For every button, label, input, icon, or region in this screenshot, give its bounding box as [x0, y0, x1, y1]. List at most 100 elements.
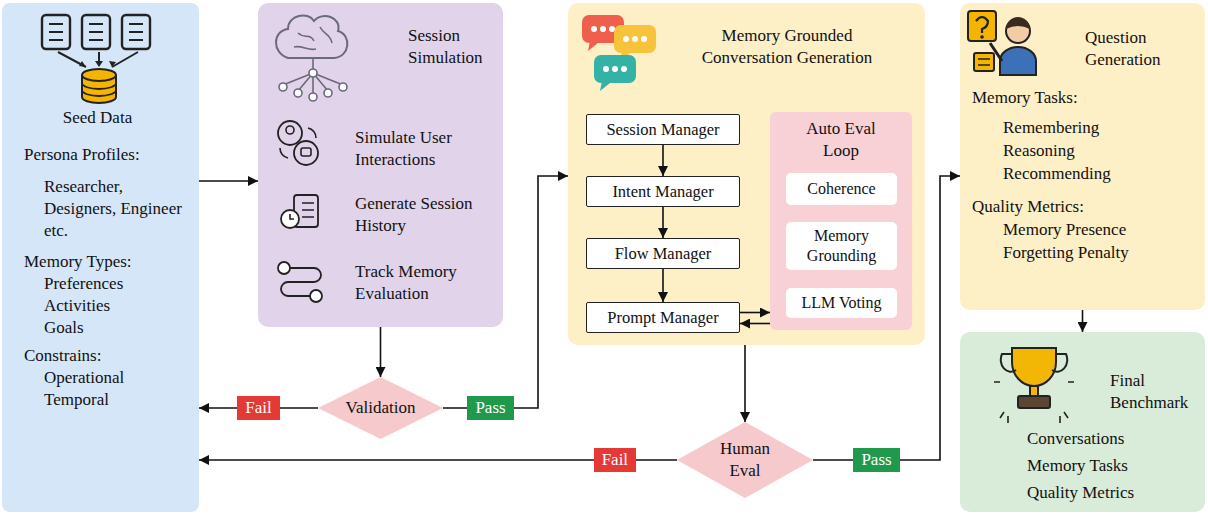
seed-panel: Seed DataPersona Profiles:Researcher, De…: [2, 3, 199, 512]
document-line: [89, 31, 103, 33]
edge-label-badge: Fail: [237, 396, 279, 420]
icon: [960, 3, 1205, 310]
process-box: Session Manager: [586, 114, 740, 145]
diamond-outline: [677, 422, 813, 498]
document-icon: [82, 15, 110, 49]
node-text: Constrains:: [24, 345, 101, 367]
bot-icon: [294, 141, 318, 165]
network-node: [294, 89, 302, 97]
chat-dot: [612, 66, 618, 72]
node-text: Memory Presence: [1003, 219, 1126, 241]
network-node: [339, 83, 347, 91]
clock-icon: [281, 210, 299, 228]
eval-panel: CoherenceMemory GroundingLLM VotingAuto …: [770, 112, 912, 330]
node-text: Operational: [44, 367, 124, 389]
network-node: [279, 83, 287, 91]
stage-panel: Session ManagerIntent ManagerFlow Manage…: [568, 3, 925, 345]
result-panel: Final BenchmarkConversationsMemory Tasks…: [960, 332, 1205, 512]
track-node: [278, 262, 290, 274]
user-head: [286, 126, 294, 134]
chat-dot: [641, 36, 647, 42]
document-line: [89, 39, 103, 41]
node-text: Forgetting Penalty: [1003, 242, 1129, 264]
node-text: Quality Metrics:: [972, 196, 1084, 218]
node-text: Remembering: [1003, 117, 1099, 139]
trophy-stem: [1030, 386, 1038, 396]
node-title: Session Manager: [606, 120, 719, 140]
node-title: Memory Grounding: [793, 226, 890, 266]
node-text: Recommending: [1003, 163, 1111, 185]
note-card: [974, 53, 994, 71]
node-title: Prompt Manager: [607, 308, 718, 328]
chat-dot: [603, 66, 609, 72]
trophy-handle: [1001, 354, 1067, 372]
chat-tail: [588, 41, 598, 51]
document-icon: [42, 15, 70, 49]
node-title: Seed Data: [2, 107, 193, 129]
node-title: Question Generation: [1085, 27, 1185, 71]
question-dot: [980, 35, 984, 39]
node-title: Human Eval: [715, 438, 775, 482]
document-line: [89, 23, 103, 25]
edge-label-badge: Fail: [594, 448, 636, 472]
history-line: [302, 203, 314, 217]
network-node: [309, 93, 317, 101]
sparkle: [994, 382, 1074, 423]
node-text: Reasoning: [1003, 140, 1075, 162]
diamond-outline: [318, 377, 443, 439]
connector-arrow: [744, 345, 746, 422]
person-body: [1000, 47, 1036, 75]
person-hair: [1006, 17, 1030, 29]
stage-panel: Question GenerationMemory Tasks:Remember…: [960, 3, 1205, 310]
node-text: Generate Session History: [355, 193, 495, 237]
node-text: Preferences: [44, 273, 123, 295]
question-mark: [976, 17, 988, 33]
metric-box: Coherence: [786, 173, 897, 205]
document-line: [49, 23, 63, 25]
node-title: Coherence: [807, 179, 875, 199]
stage-panel: Session SimulationSimulate User Interact…: [258, 3, 503, 327]
node-title: Flow Manager: [615, 244, 712, 264]
node-text: Memory Types:: [24, 251, 132, 273]
node-text: Activities: [44, 295, 110, 317]
document-line: [129, 31, 143, 33]
document-icon: [122, 15, 150, 49]
chat-bubble: [614, 25, 656, 53]
clock-hand: [290, 214, 294, 219]
note-line: [978, 59, 990, 65]
process-box: Flow Manager: [586, 238, 740, 269]
arrow-line: [58, 52, 138, 67]
person-arm: [990, 43, 1002, 61]
node-title: Final Benchmark: [1110, 370, 1200, 414]
decision-diamond: Human Eval: [677, 422, 813, 498]
connector-arrow: [662, 269, 664, 302]
connector-arrow: [380, 327, 382, 377]
question-card: [968, 11, 996, 41]
node-text: Persona Profiles:: [24, 144, 140, 166]
connector-arrow: [740, 312, 770, 314]
node-title: Intent Manager: [612, 182, 713, 202]
network-line: [283, 58, 343, 95]
node-text: Conversations: [1027, 428, 1124, 450]
chat-dot: [632, 36, 638, 42]
node-title: LLM Voting: [802, 293, 882, 313]
connector-arrow: [1082, 310, 1084, 332]
bot-face: [301, 148, 311, 156]
node-title: Session Simulation: [408, 25, 498, 69]
chat-tail: [600, 81, 610, 91]
chat-dot: [623, 36, 629, 42]
brain-icon: [276, 15, 347, 58]
process-box: Intent Manager: [586, 176, 740, 207]
brain-fold: [294, 27, 332, 49]
node-title: Validation: [346, 397, 416, 419]
database-top: [82, 69, 116, 81]
connector-arrow: [199, 180, 258, 182]
metric-box: Memory Grounding: [786, 222, 897, 270]
user-icon: [278, 121, 302, 145]
edge-label-badge: Pass: [467, 396, 513, 420]
trophy-base: [1018, 396, 1050, 408]
arrow-head: [79, 61, 116, 67]
node-title: Memory Grounded Conversation Generation: [687, 25, 887, 69]
chat-bubble: [594, 55, 636, 83]
cycle-arrow: [280, 128, 316, 158]
